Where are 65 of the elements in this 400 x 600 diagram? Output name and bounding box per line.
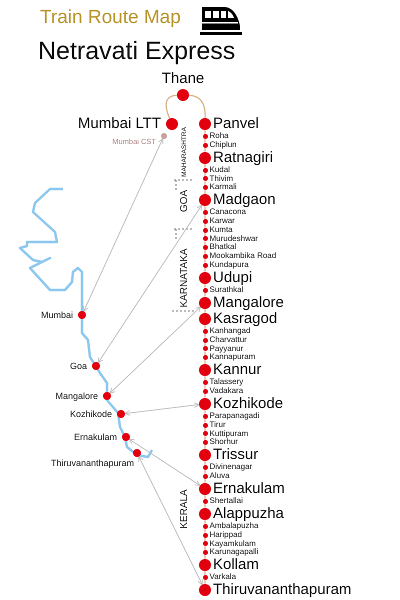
- station-name: Madgaon: [213, 192, 276, 208]
- station-name: Karwar: [210, 217, 235, 226]
- station-name: Mumbai LTT: [78, 116, 161, 132]
- state-label: GOA: [179, 190, 191, 212]
- station-name: Vadakara: [210, 387, 244, 396]
- station-name: Kayamkulam: [210, 540, 256, 548]
- double-arrow: [109, 306, 202, 394]
- station-name: Chiplun: [210, 140, 237, 150]
- route-line: [166, 94, 178, 119]
- station-name: Murudeshwar: [210, 234, 258, 243]
- station-name: Thivim: [210, 174, 234, 183]
- station-name: Karmali: [210, 183, 237, 192]
- station-name: Kanhangad: [210, 327, 250, 336]
- station-name: Bhatkal: [210, 243, 236, 252]
- station-name: Alappuzha: [213, 506, 284, 522]
- station-name: Roha: [210, 132, 229, 141]
- state-label: KARNATAKA: [179, 248, 191, 308]
- diagram-title: Train Route Map: [40, 6, 181, 30]
- station-name: Mangalore: [213, 294, 284, 311]
- station-name: Kollam: [213, 557, 259, 573]
- station-name: Mangalore: [55, 391, 98, 401]
- station-name: Thane: [162, 71, 204, 87]
- station-name: Talassery: [210, 378, 244, 387]
- station-name: Goa: [70, 361, 87, 371]
- station-name: Kundapura: [210, 260, 249, 270]
- station-name: Shertallai: [210, 497, 243, 506]
- station-name: Canacona: [210, 208, 246, 217]
- station-name: Payyanur: [210, 344, 244, 353]
- station-name: Kumta: [210, 226, 233, 234]
- double-arrow: [138, 456, 203, 586]
- state-label: KERALA: [179, 489, 191, 529]
- station-name: Thiruvananthapuram: [50, 458, 134, 468]
- station-name: Mumbai: [40, 310, 73, 320]
- station-name: Kozhikode: [213, 396, 284, 412]
- station-name: Tirur: [210, 420, 226, 430]
- station-name: Mookambika Road: [210, 252, 276, 261]
- station-name: Kasragod: [213, 310, 278, 327]
- station-name: Kannapuram: [210, 353, 256, 362]
- station-name: Shorhur: [210, 438, 238, 447]
- station-name: Aluva: [210, 472, 230, 481]
- station-name: Ratnagiri: [213, 150, 274, 166]
- station-name: Ernakulam: [213, 480, 285, 497]
- station-name: Charvattur: [210, 336, 247, 344]
- station-name: Harippad: [210, 530, 242, 540]
- double-arrow: [128, 438, 200, 486]
- station-name: Kannur: [213, 362, 262, 378]
- station-name: Thiruvananthapuram: [213, 582, 352, 598]
- station-name: Trissur: [213, 447, 258, 464]
- route-line: [188, 94, 206, 118]
- double-arrow: [83, 138, 164, 312]
- station-name: Kozhikode: [70, 409, 112, 419]
- double-arrow: [98, 204, 202, 364]
- station-name: Udupi: [213, 270, 252, 286]
- station-name: Ernakulam: [74, 432, 117, 442]
- station-name: Varkala: [210, 573, 236, 582]
- station-name: Panvel: [213, 116, 259, 132]
- station-name: Karunagapalli: [210, 548, 258, 557]
- station-name: Surathkal: [210, 286, 244, 294]
- station-name: Ambalapuzha: [210, 522, 258, 531]
- train-name: Netravati Express: [38, 36, 236, 66]
- station-name: Divinenagar: [210, 463, 252, 472]
- station-name: Kuttipuram: [210, 430, 248, 438]
- station-name: Parapanagadi: [210, 412, 260, 421]
- station-name: Kudal: [210, 166, 230, 174]
- double-arrow: [124, 402, 200, 416]
